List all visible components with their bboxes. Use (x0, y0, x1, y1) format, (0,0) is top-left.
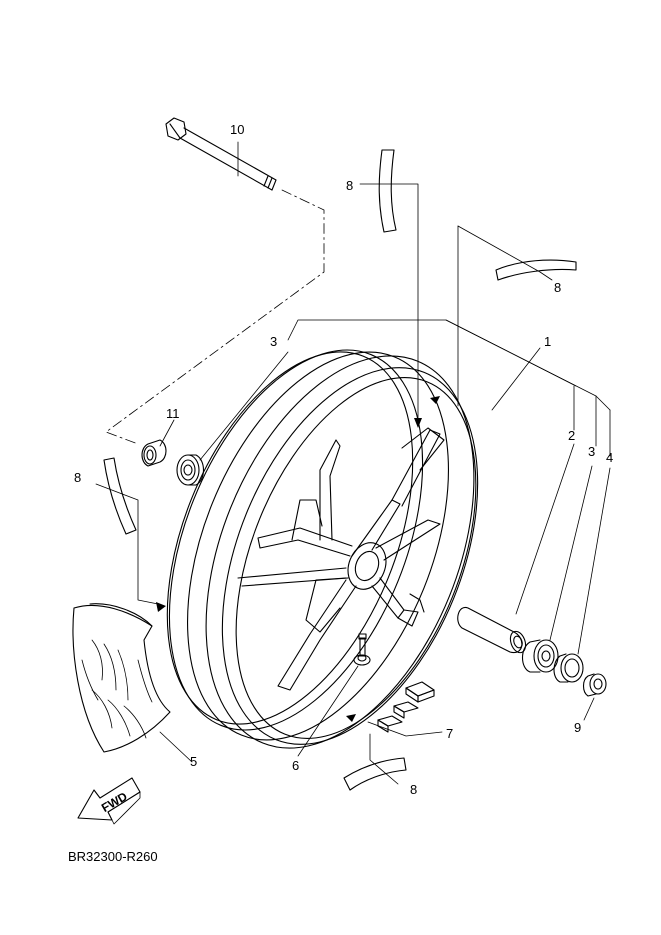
fwd-label: FWD (99, 789, 130, 815)
callout-8-left: 8 (74, 470, 81, 485)
callout-3-left: 3 (270, 334, 277, 349)
leader-lines (95, 141, 611, 785)
callout-6: 6 (292, 758, 299, 773)
callout-2: 2 (568, 428, 575, 443)
callout-5: 5 (190, 754, 197, 769)
callout-9: 9 (574, 720, 581, 735)
weight-blocks-part (377, 681, 435, 733)
fwd-arrow-icon: FWD (77, 777, 141, 825)
balance-weight-strips (103, 149, 577, 791)
wheel-rim-part (166, 349, 479, 749)
bearing-left-part (176, 454, 205, 486)
hub-and-spokes (237, 427, 445, 691)
tire-part (72, 603, 171, 753)
callout-8-right: 8 (554, 280, 561, 295)
axle-bolt-part (105, 117, 325, 445)
callout-7: 7 (446, 726, 453, 741)
diagram-reference-code: BR32300-R260 (68, 849, 158, 864)
bearing-right-part (521, 639, 559, 673)
collar-part (457, 606, 527, 654)
oil-seal-part (553, 653, 584, 683)
spacer-part (141, 439, 167, 467)
arrowheads (156, 396, 440, 722)
small-collar-part (582, 673, 607, 697)
callout-10: 10 (230, 122, 244, 137)
callout-11: 11 (166, 406, 180, 421)
callout-8-top: 8 (346, 178, 353, 193)
valve-part (353, 633, 371, 666)
callout-3-right: 3 (588, 444, 595, 459)
callout-4: 4 (606, 450, 613, 465)
callout-1: 1 (544, 334, 551, 349)
callout-8-bottom: 8 (410, 782, 417, 797)
